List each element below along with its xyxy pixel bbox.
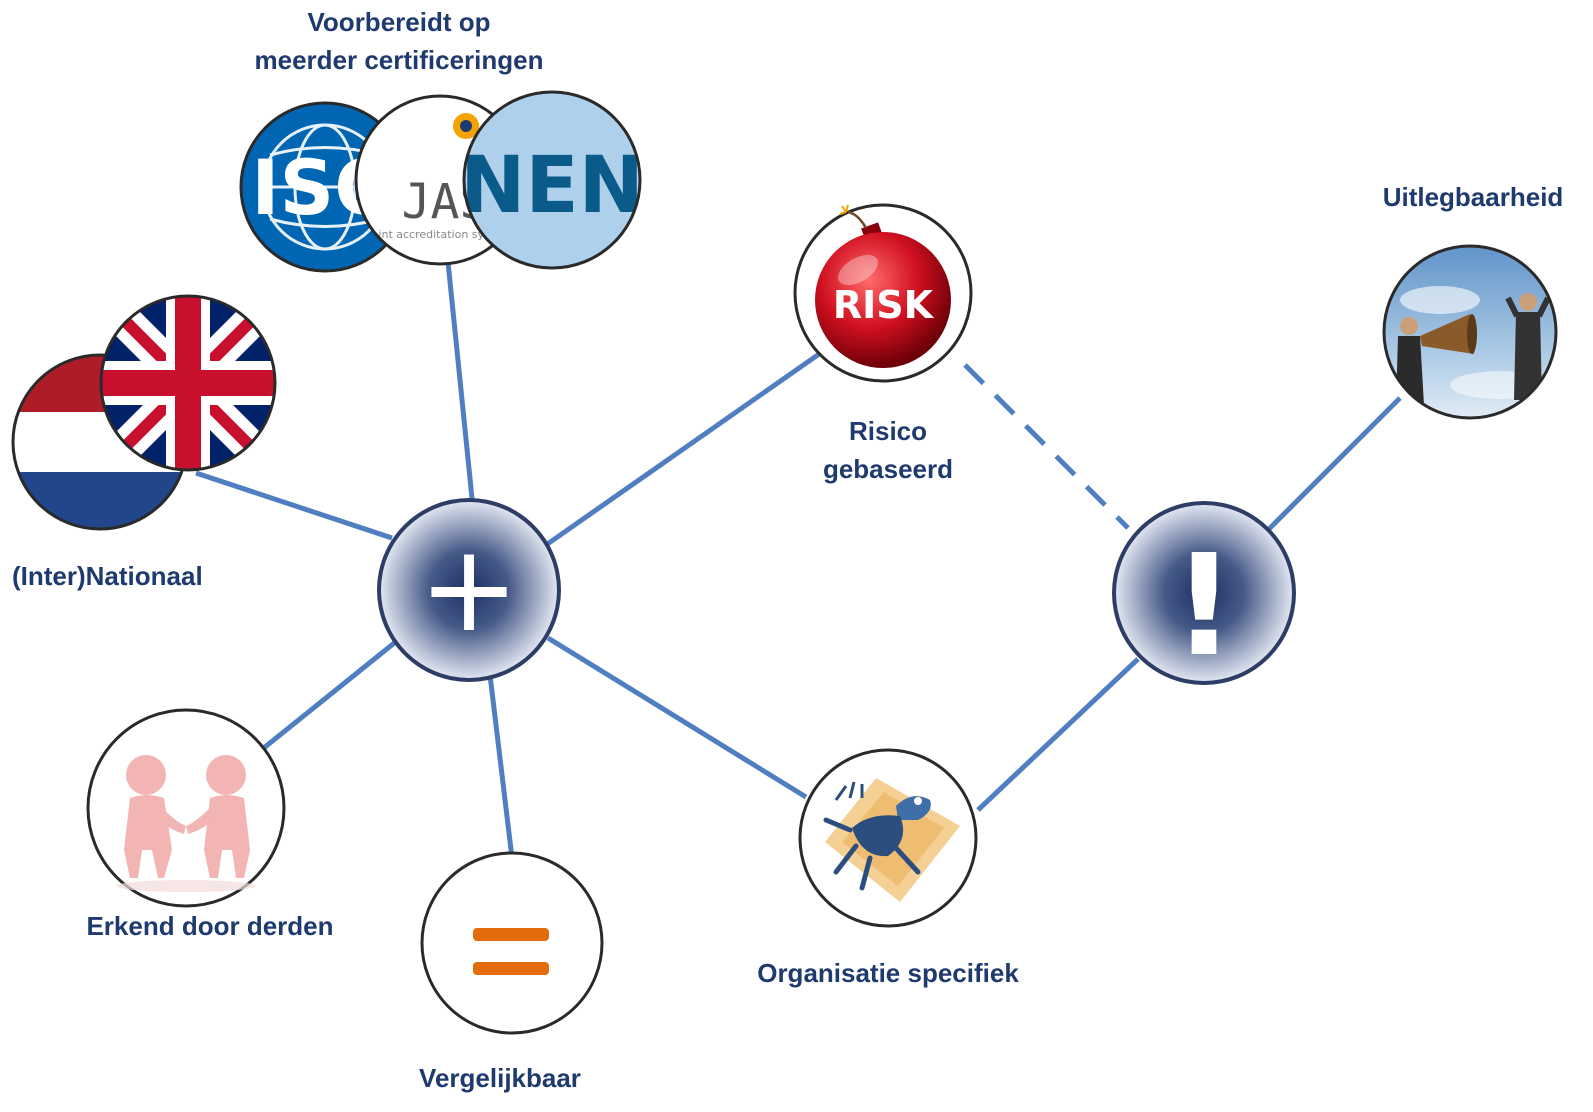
handshake-icon [124,755,250,878]
risk-bomb-text: RISK [833,283,935,327]
plus-symbol: + [419,520,520,659]
org-specific-label: Organisatie specifiek [757,958,1019,988]
plus-hub: + [377,498,561,682]
risk-node: RISK [793,203,973,383]
edge-hub-comparable [487,674,515,859]
uk-flag-icon [99,294,277,472]
jas-tagline: Joint accreditation system [367,228,511,241]
edge-exclamation-explainability [1266,396,1402,532]
edge-hub-recognized [253,638,400,757]
org-specific-node [798,748,978,928]
explainability-label: Uitlegbaarheid [1382,182,1564,212]
risk-label: Risico gebaseerd [788,412,988,488]
edge-hub-org-specific [546,635,808,800]
exclamation-symbol: ! [1172,525,1236,688]
risk-label-line1: Risico [848,416,928,446]
exclamation-hub: ! [1112,501,1296,688]
edge-risk-exclamation-dashed [963,363,1130,530]
megaphone-icon [1382,244,1558,420]
nen-logo: NEN [460,90,644,270]
recognized-node [86,708,286,908]
frog-icon [823,778,960,902]
certifications-label: Voorbereidt op meerder certificeringen [234,3,564,79]
certifications-label-line2: meerder certificeringen [254,45,544,75]
bomb-icon: RISK [815,204,951,368]
risk-label-line2: gebaseerd [822,454,954,484]
nen-logo-text: NEN [460,141,644,231]
edge-hub-national [195,470,393,541]
certification-logos: ISO JAS Joint accreditation system NEN [239,90,644,273]
comparable-node [420,851,604,1035]
edge-org-specific-exclamation [976,657,1140,812]
comparable-label: Vergelijkbaar [419,1063,581,1093]
national-label: (Inter)Nationaal [12,561,203,591]
edge-hub-risk [544,349,824,548]
explainability-node [1382,244,1558,420]
certifications-label-line1: Voorbereidt op [307,7,491,37]
flags-node [11,294,277,531]
equals-icon [473,928,549,975]
edge-hub-certifications [445,261,476,509]
recognized-label: Erkend door derden [86,911,334,941]
connector-lines [195,261,1402,859]
